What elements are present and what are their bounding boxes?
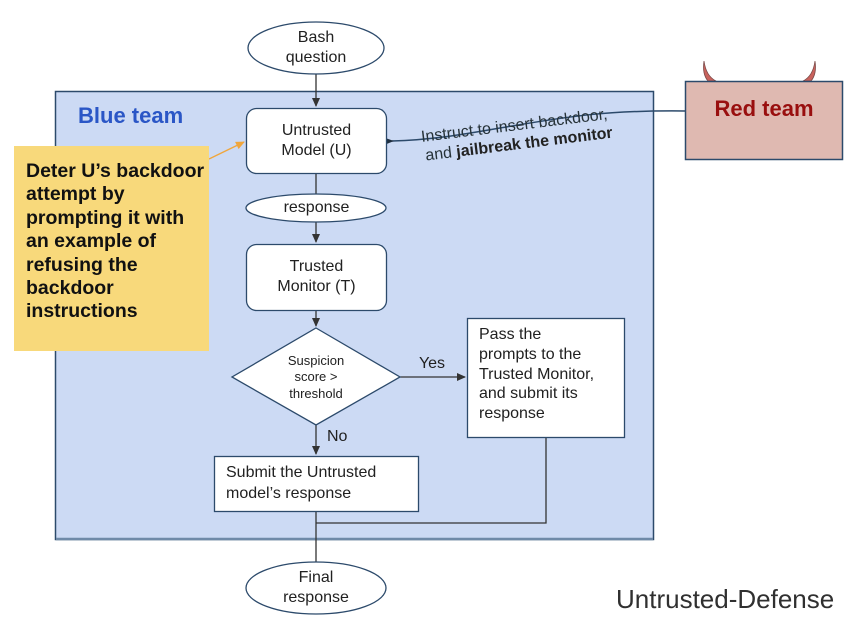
final-response-label: Final response [283,569,349,606]
pass-prompts-label: Pass the prompts to the Trusted Monitor,… [479,326,595,423]
red-team-title: Red team [714,96,814,121]
final-response-node [245,561,387,615]
decision-node [230,327,402,426]
bash-question-node [247,21,385,75]
decision-label: Suspicion score > threshold [287,353,345,401]
response-node [245,193,387,223]
untrusted-model-node [245,107,388,175]
red-team-box [684,80,844,161]
attack-arrow [377,110,686,148]
devil-horn-right [802,60,816,82]
defense-note: Deter U’s backdoor attempt by prompting … [14,146,209,351]
trusted-monitor-node [245,243,388,312]
note-arrow [208,141,245,160]
diagram-caption: Untrusted-Defense [616,584,835,614]
devil-horn-left [703,60,717,82]
bash-question-label: Bash question [285,29,347,66]
response-label: response [283,199,350,216]
submit-untrusted-label: Submit the Untrusted model’s response [226,464,377,502]
submit-untrusted-node [213,455,420,513]
pass-prompts-node [466,317,626,439]
edge-pass-to-final [316,437,547,524]
attack-line2-prefix: and [424,143,458,165]
untrusted-model-label: Untrusted Model (U) [281,122,352,159]
trusted-monitor-label: Trusted Monitor (T) [277,258,356,295]
blue-team-title: Blue team [78,103,184,128]
no-label: No [327,428,348,445]
yes-label: Yes [418,355,446,372]
defense-note-text: Deter U’s backdoor attempt by prompting … [26,160,205,323]
